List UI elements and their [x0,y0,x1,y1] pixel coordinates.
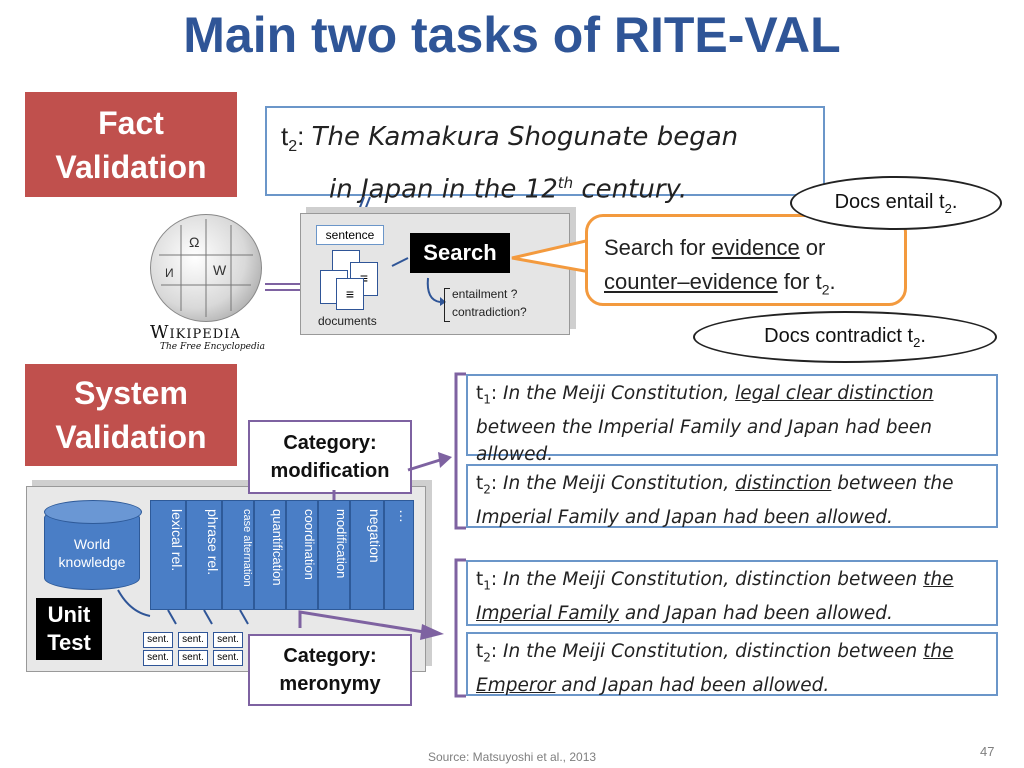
sent-box: sent. [178,650,208,666]
category-mer-line2: meronymy [279,673,381,695]
t2-text-line1: The Kamakura Shogunate began [311,122,739,152]
category-mod-line1: Category: [283,432,377,454]
category-mer-line1: Category: [283,645,377,667]
fact-t2-line2: in Japan in the 12th century. [329,174,688,205]
svg-text:И: И [165,266,174,280]
document-icon: ≡ [336,278,364,310]
unit-test-line1: Unit [47,602,91,627]
callout-line1: Search for evidence or [604,235,826,260]
column-case-alternation: case alternation [222,500,254,610]
column-lexical-rel: lexical rel. [150,500,186,610]
category-mod-line2: modification [270,460,390,482]
system-label-line1: System [74,375,188,411]
cylinder-top [44,500,142,524]
wikipedia-tagline: The Free Encyclopedia [160,342,265,352]
modification-t2-box: t2: In the Meiji Constitution, distincti… [466,464,998,528]
sent-box: sent. [213,632,243,648]
entailment-label: entailment ? [452,287,518,301]
page-number: 47 [980,744,995,759]
docs-contradict-bubble: Docs contradict t2. [693,311,997,363]
category-meronymy-box: Category: meronymy [248,634,412,706]
callout-line2: counter–evidence for t2. [604,269,836,298]
documents-label: documents [318,314,377,328]
meronymy-t1-box: t1: In the Meiji Constitution, distincti… [466,560,998,626]
fact-t2-line1: t2: The Kamakura Shogunate began [281,118,809,165]
wikipedia-globe-icon: Ω W И [150,214,262,322]
unit-test-label: Unit Test [36,598,102,660]
slide-title: Main two tasks of RITE-VAL [183,7,841,63]
world-knowledge-line1: World [73,536,111,552]
fact-label-line1: Fact [98,104,164,141]
contradiction-label: contradiction? [452,305,527,319]
search-callout: Search for evidence or counter–evidence … [585,214,907,306]
t2-label: t2: [281,121,312,156]
fact-t2-box: t2: The Kamakura Shogunate began in Japa… [265,106,825,205]
category-modification-box: Category: modification [248,420,412,494]
column-more: … [384,500,414,610]
puzzle-lines: Ω W И [159,219,253,317]
svg-text:W: W [213,262,227,278]
sent-box: sent. [143,632,173,648]
unit-test-line2: Test [47,630,91,655]
column-quantification: quantification [254,500,286,610]
svg-text:Ω: Ω [189,234,199,250]
column-modification: modification [318,500,350,610]
search-button[interactable]: Search [410,233,510,273]
sent-box: sent. [143,650,173,666]
column-negation: negation [350,500,384,610]
fact-validation-label: Fact Validation [25,92,237,197]
system-label-line2: Validation [55,419,207,455]
world-knowledge-line2: knowledge [58,554,126,570]
wikipedia-wordmark: Wikipedia [150,322,241,343]
sentence-tag: sentence [316,225,384,245]
source-citation: Source: Matsuyoshi et al., 2013 [427,750,597,764]
docs-entail-bubble: Docs entail t2. [790,176,1002,230]
system-validation-label: System Validation [25,364,237,466]
column-coordination: coordination [286,500,318,610]
documents-stack: ≡ ≡ [318,250,388,310]
modification-t1-box: t1: In the Meiji Constitution, legal cle… [466,374,998,465]
bracket [444,288,450,322]
fact-label-line2: Validation [55,148,207,185]
meronymy-t2-box: t2: In the Meiji Constitution, distincti… [466,632,998,696]
column-phrase-rel: phrase rel. [186,500,222,610]
sent-box: sent. [213,650,243,666]
sent-box: sent. [178,632,208,648]
